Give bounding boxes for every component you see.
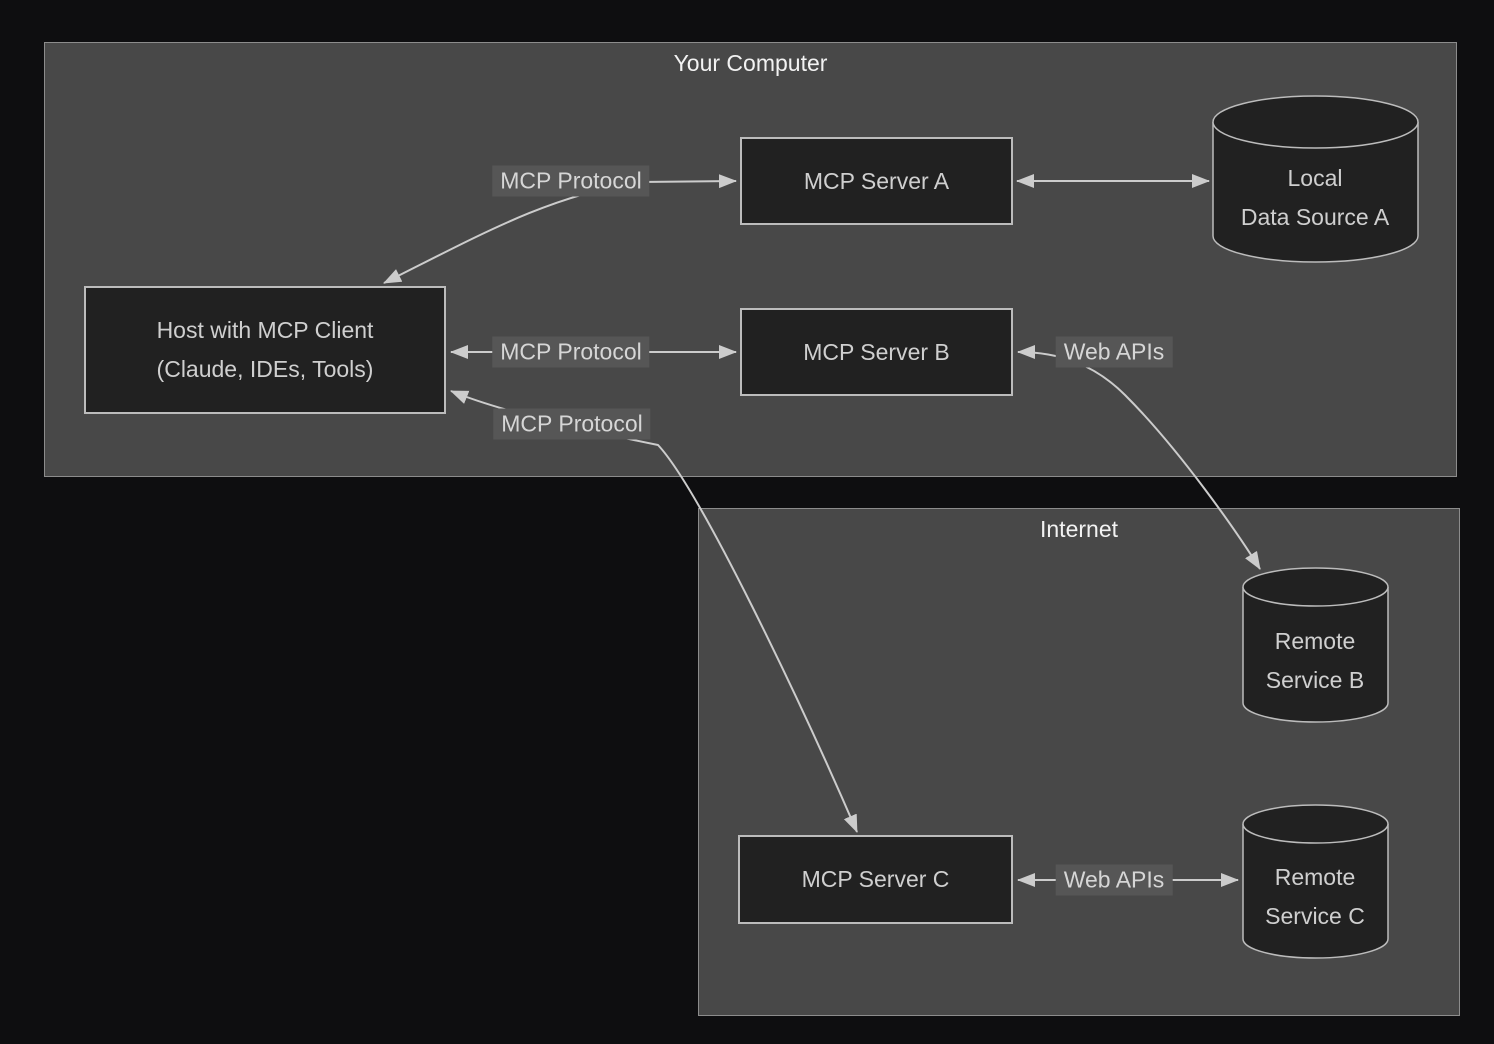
edge-label-mcp-protocol-c: MCP Protocol: [493, 408, 651, 440]
cylinder-local-data-source-a: [1212, 95, 1419, 263]
node-host: Host with MCP Client (Claude, IDEs, Tool…: [84, 286, 446, 414]
node-remote-service-b-label: Remote Service B: [1266, 622, 1364, 700]
remote-b-line2: Service B: [1265, 667, 1365, 693]
remote-c-line2: Service C: [1265, 903, 1365, 929]
node-server-c-label: MCP Server C: [801, 866, 950, 892]
node-server-b-label: MCP Server B: [803, 338, 950, 365]
remote-c-line1: Remote: [1274, 864, 1356, 890]
data-source-a-line1: Local: [1287, 165, 1343, 191]
container-your-computer-title: Your Computer: [673, 50, 828, 76]
node-host-line1: Host with MCP Client: [156, 317, 374, 343]
cylinder-remote-service-b: [1242, 567, 1389, 723]
edge-host-server-c: [450, 390, 858, 833]
edge-server-b-remote-b: [1017, 345, 1261, 570]
edge-label-mcp-protocol-a: MCP Protocol: [492, 165, 650, 197]
node-data-source-a-label: Local Data Source A: [1241, 159, 1389, 237]
edge-label-web-apis-b: Web APIs: [1055, 336, 1173, 368]
data-source-a-line2: Data Source A: [1240, 204, 1390, 230]
cylinder-remote-service-c: [1242, 804, 1389, 959]
remote-b-line1: Remote: [1274, 628, 1356, 654]
edge-label-web-apis-c: Web APIs: [1055, 864, 1173, 896]
node-host-line2: (Claude, IDEs, Tools): [156, 356, 374, 382]
edge-label-mcp-protocol-b: MCP Protocol: [492, 336, 650, 368]
node-server-c: MCP Server C: [738, 835, 1013, 924]
node-server-a-label: MCP Server A: [803, 167, 950, 194]
node-server-a: MCP Server A: [740, 137, 1013, 225]
node-remote-service-c-label: Remote Service C: [1265, 858, 1365, 936]
node-server-b: MCP Server B: [740, 308, 1013, 396]
